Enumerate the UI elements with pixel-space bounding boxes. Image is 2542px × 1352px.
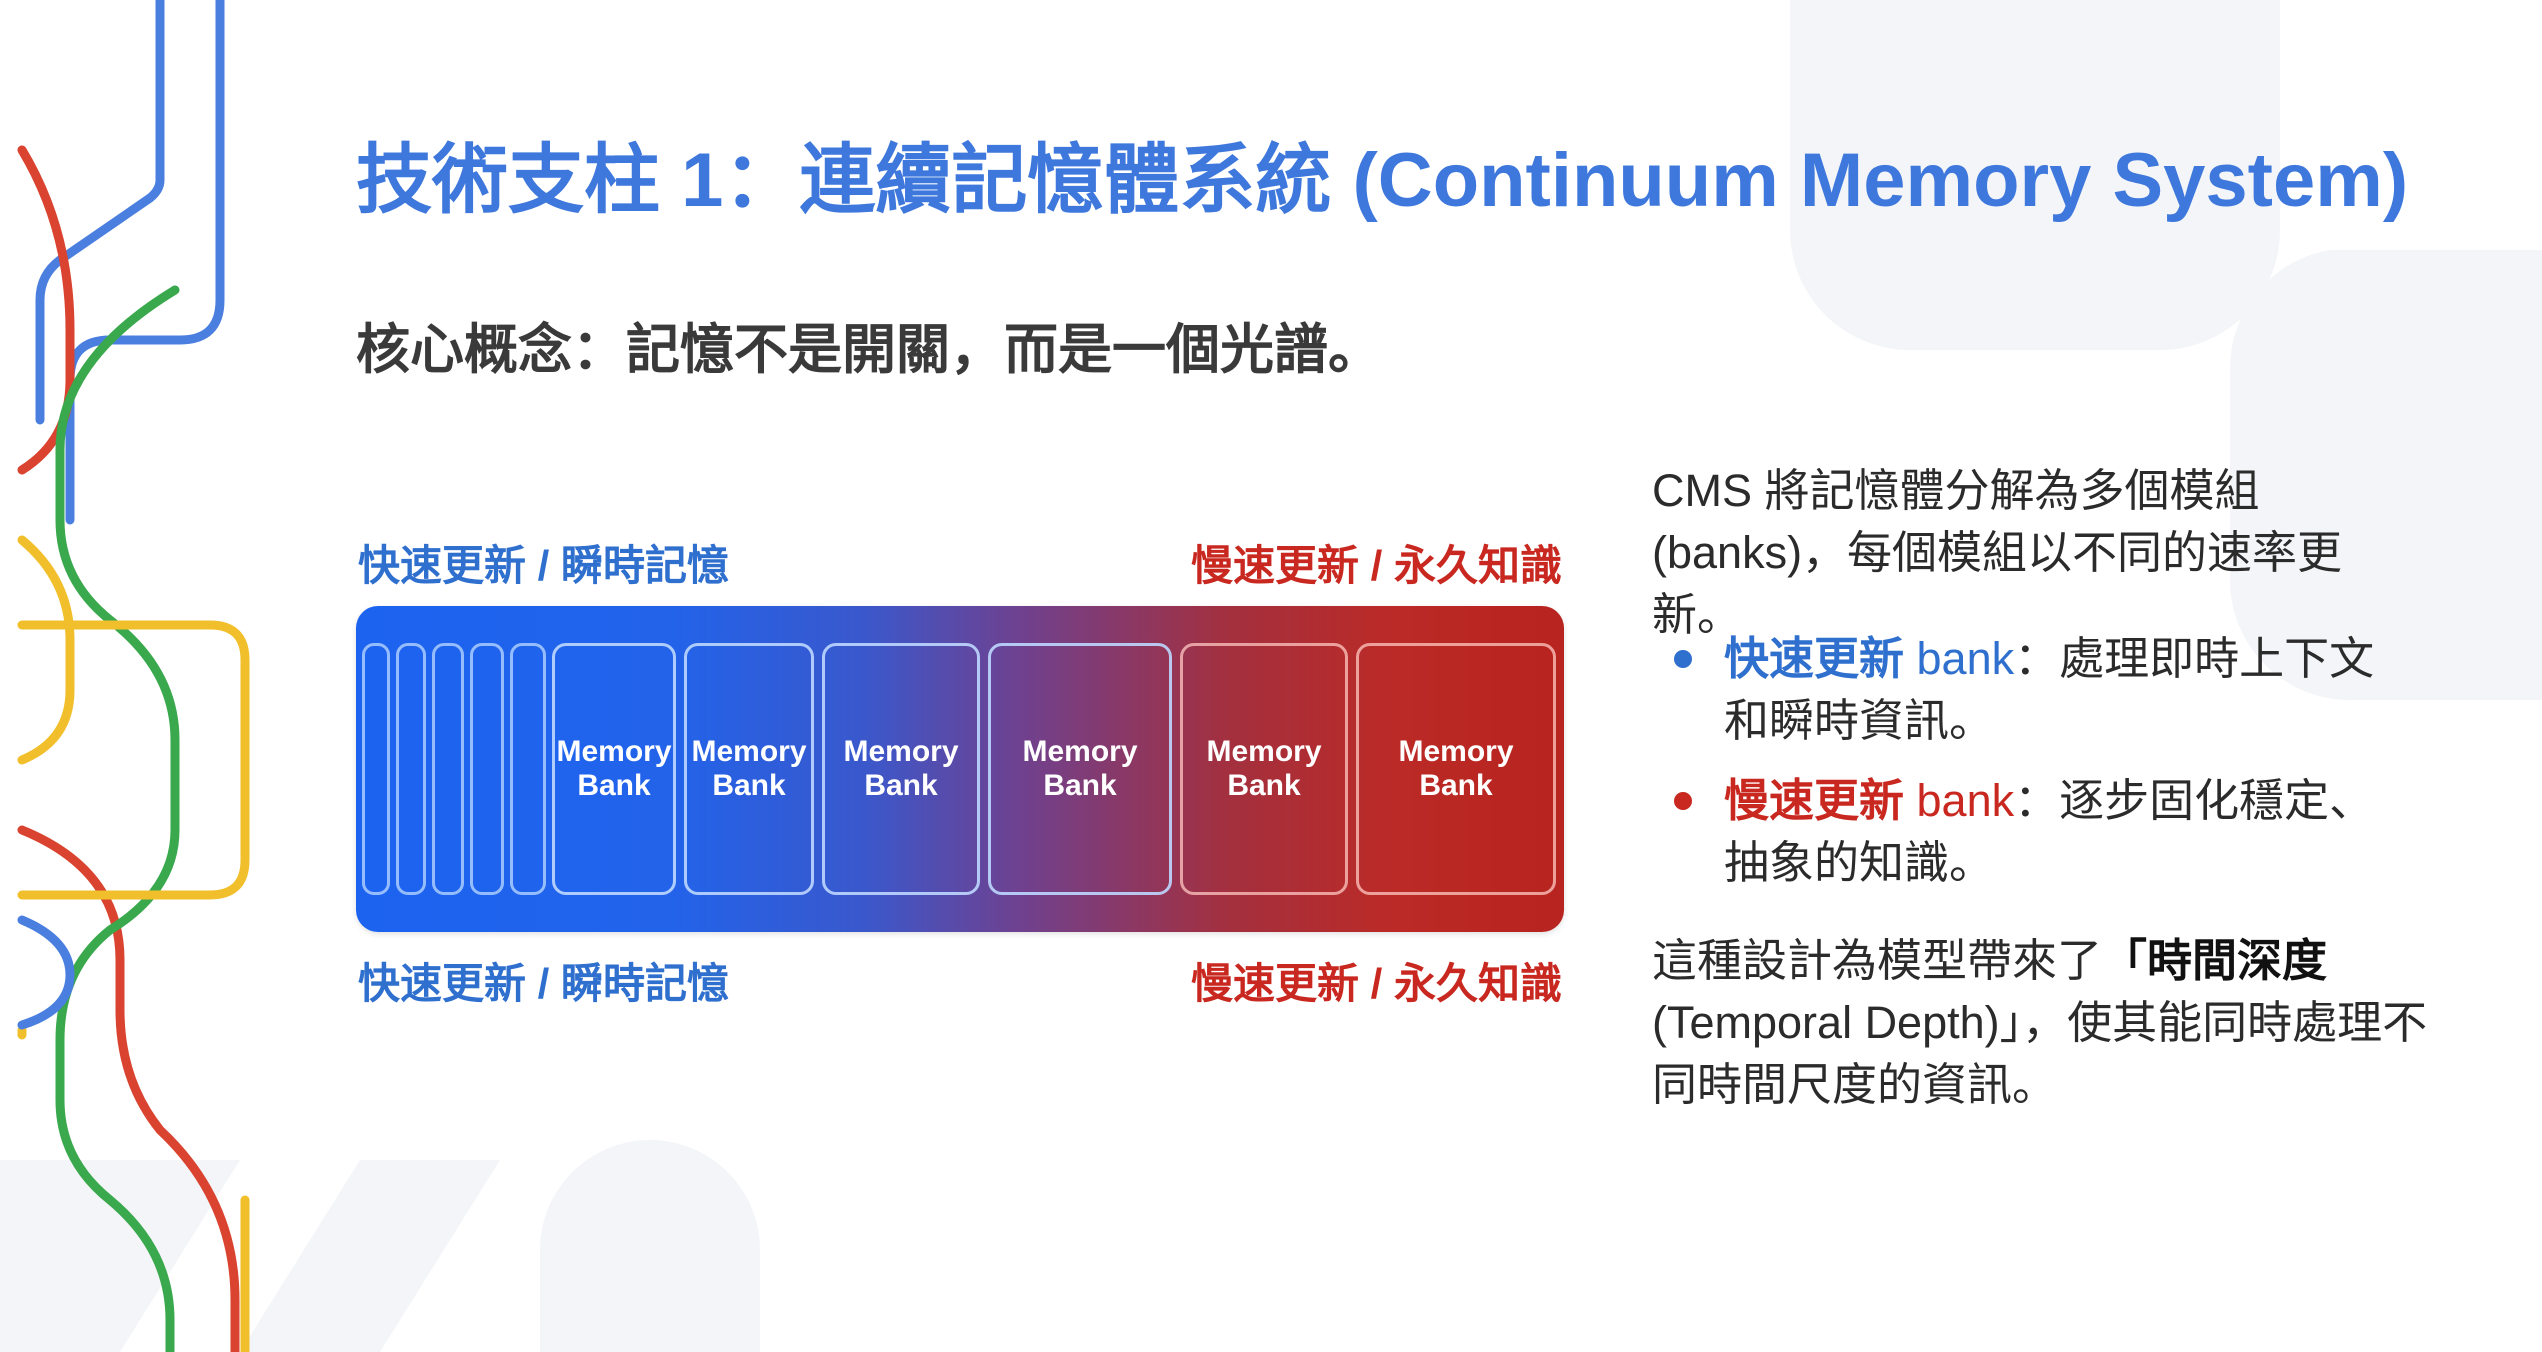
bullet-slow-key: 慢速更新	[1724, 775, 1905, 826]
bg-shape-bottom-left-2	[240, 1160, 500, 1352]
deco-yellow-line	[17, 535, 250, 1040]
memory-bank-1: Memory Bank	[552, 643, 676, 895]
thin-memory-slot	[510, 643, 546, 895]
page-title: 技術支柱 1：連續記憶體系統 (Continuum Memory System)	[356, 138, 2409, 223]
bg-shape-right	[2229, 250, 2542, 700]
bullet-dot-blue	[1674, 650, 1692, 668]
bullet-fast-body: 快速更新 bank：處理即時上下文和瞬時資訊。	[1724, 628, 2414, 752]
memory-bank-3: Memory Bank	[822, 643, 980, 895]
memory-bank-label: Memory Bank	[843, 735, 959, 802]
fast-update-label-bottom: 快速更新 / 瞬時記憶	[358, 960, 730, 1007]
memory-bank-6: Memory Bank	[1356, 643, 1556, 895]
thin-memory-slot	[432, 643, 464, 895]
fast-update-label-top: 快速更新 / 瞬時記憶	[358, 542, 730, 589]
bullet-fast-bank-word: bank	[1904, 633, 2015, 684]
deco-green-line	[55, 285, 180, 1352]
memory-spectrum-bar: Memory Bank Memory Bank Memory Bank Memo…	[356, 606, 1564, 932]
memory-bank-label: Memory Bank	[1398, 735, 1514, 802]
bullet-fast-key: 快速更新	[1724, 633, 1905, 684]
deco-blue-arc	[17, 915, 75, 1030]
closing-paragraph: 這種設計為模型帶來了「時間深度 (Temporal Depth)」，使其能同時處理…	[1652, 930, 2432, 1116]
memory-bank-label: Memory Bank	[691, 735, 807, 802]
memory-bank-4: Memory Bank	[988, 643, 1172, 895]
memory-bank-5: Memory Bank	[1180, 643, 1348, 895]
memory-bank-label: Memory Bank	[1206, 735, 1322, 802]
bullet-slow-body: 慢速更新 bank：逐步固化穩定、抽象的知識。	[1724, 770, 2414, 894]
cms-intro-text: CMS 將記憶體分解為多個模組 (banks)，每個模組以不同的速率更新。	[1652, 465, 2343, 640]
bg-shape-top-right	[1790, 0, 2280, 350]
bg-shape-bottom-left-1	[0, 1160, 240, 1352]
thin-memory-slot	[470, 643, 504, 895]
slow-update-label-bottom: 慢速更新 / 永久知識	[1190, 960, 1562, 1007]
closing-pre: 這種設計為模型帶來了	[1652, 935, 2103, 986]
memory-bank-label: Memory Bank	[556, 735, 672, 802]
bg-shape-bottom-arch	[540, 1140, 760, 1352]
thin-memory-slot	[362, 643, 390, 895]
closing-rest: (Temporal Depth)」，使其能同時處理不同時間尺度的資訊。	[1652, 997, 2428, 1110]
memory-bank-2: Memory Bank	[684, 643, 814, 895]
bullet-slow-bank-word: bank	[1904, 775, 2015, 826]
bullet-fast-text: ：處理即時上下文和瞬時資訊。	[1724, 633, 2375, 746]
bullet-slow-text: ：逐步固化穩定、抽象的知識。	[1724, 775, 2375, 888]
core-concept-subtitle: 核心概念：記憶不是開關，而是一個光譜。	[356, 320, 1382, 380]
slow-update-label-top: 慢速更新 / 永久知識	[1190, 542, 1562, 589]
memory-bank-label: Memory Bank	[1022, 735, 1138, 802]
thin-memory-slot	[396, 643, 426, 895]
bullet-dot-red	[1674, 792, 1692, 810]
deco-red-line	[17, 145, 240, 1352]
closing-emphasis: 「時間深度	[2102, 935, 2328, 986]
